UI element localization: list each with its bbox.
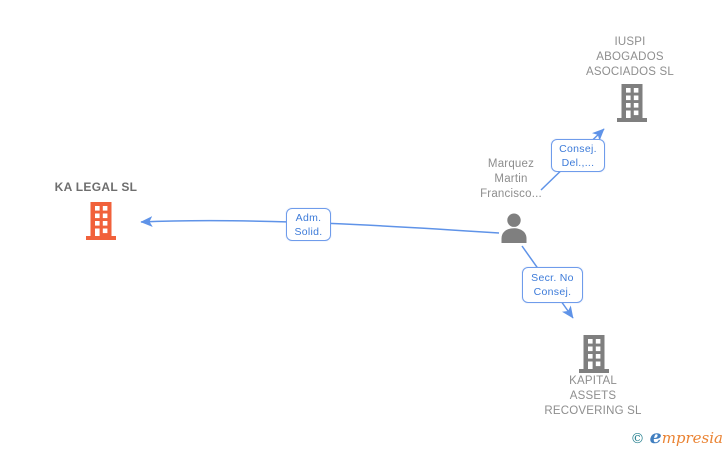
brand-text: mpresia	[661, 429, 723, 447]
node-label-iuspi[interactable]: IUSPI ABOGADOS ASOCIADOS SL	[570, 35, 690, 80]
edge-label-line: Adm.	[295, 211, 322, 224]
node-label-person[interactable]: Marquez Martin Francisco...	[451, 157, 571, 202]
edge-label-line: Secr. No	[531, 272, 574, 284]
edge-label-line: Consej.	[559, 142, 597, 155]
node-label-line: Marquez	[487, 158, 535, 170]
node-label-line: IUSPI	[614, 36, 646, 48]
person-icon[interactable]	[500, 213, 528, 243]
brand-initial: e	[649, 426, 662, 448]
node-label-line: ASOCIADOS SL	[585, 66, 675, 78]
building-icon[interactable]	[86, 202, 116, 240]
empresia-logo[interactable]: © empresia	[631, 426, 724, 448]
edge-label-line: Solid.	[294, 225, 323, 238]
node-label-kapital[interactable]: KAPITAL ASSETS RECOVERING SL	[533, 374, 653, 419]
edge-label-line: Del.,...	[561, 156, 595, 169]
edge-label-line: Consej.	[533, 286, 572, 298]
node-label-line: Francisco...	[480, 188, 542, 200]
node-label-ka-legal[interactable]: KA LEGAL SL	[54, 180, 138, 194]
building-icon[interactable]	[579, 335, 609, 373]
node-label-line: KAPITAL	[569, 375, 617, 387]
copyright-icon: ©	[630, 431, 645, 447]
edge-label-adm-solid[interactable]: Adm. Solid.	[286, 208, 331, 241]
node-label-line: ABOGADOS	[596, 51, 664, 63]
node-label-line: RECOVERING SL	[544, 405, 642, 417]
building-icon[interactable]	[617, 84, 647, 122]
edge-label-consej-del[interactable]: Consej. Del.,...	[551, 139, 605, 172]
edge-label-secr-no-consej[interactable]: Secr. No Consej.	[522, 267, 583, 303]
node-label-line: ASSETS	[569, 390, 617, 402]
node-label-line: Martin	[494, 173, 528, 185]
